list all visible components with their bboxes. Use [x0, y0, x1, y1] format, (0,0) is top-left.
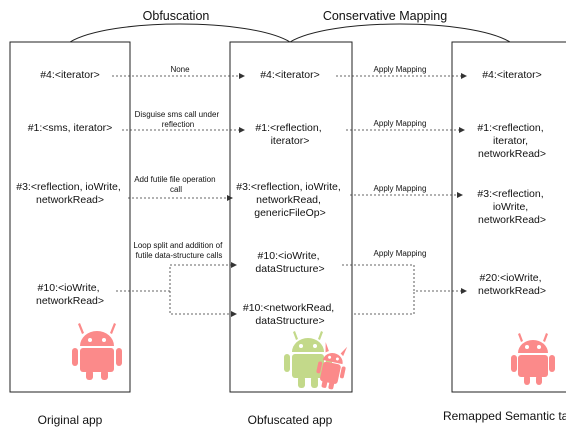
original-item-1: #1:<sms, iterator> — [28, 122, 113, 134]
remapped-item-4: #4:<iterator> — [482, 69, 542, 81]
transform-arrow-10-split-b — [169, 291, 237, 317]
conservative-mapping-arc — [289, 23, 511, 43]
obfuscated-item-4: #4:<iterator> — [260, 69, 320, 81]
obfuscated-app-caption: Obfuscated app — [248, 413, 333, 427]
obfuscated-item-3: #3:<reflection, ioWrite, networkRead, ge… — [236, 181, 344, 219]
original-item-4: #4:<iterator> — [40, 69, 100, 81]
original-item-10: #10:<ioWrite, networkRead> — [36, 282, 104, 307]
obfuscated-item-1: #1:<reflection, iterator> — [255, 122, 324, 147]
transform-note-10: Loop split and addition of futile data-s… — [133, 241, 224, 260]
obfuscated-item-10b: #10:<networkRead, dataStructure> — [243, 302, 337, 327]
obfuscation-header: Obfuscation — [143, 9, 210, 23]
transform-note-1: Disguise sms call under reflection — [135, 110, 222, 129]
original-app-box — [9, 41, 131, 393]
android-devil-icon-red — [316, 342, 348, 390]
remapped-item-3: #3:<reflection, ioWrite, networkRead> — [477, 188, 546, 226]
android-robot-icon-green — [284, 331, 332, 388]
mapping-note-4: Apply Mapping — [374, 65, 427, 74]
remapped-item-20: #20:<ioWrite, networkRead> — [478, 272, 546, 297]
original-item-3: #3:<reflection, ioWrite, networkRead> — [16, 181, 124, 206]
original-app-caption: Original app — [38, 413, 103, 427]
mapping-arrow-10-merge — [342, 264, 467, 294]
obfuscation-arc — [69, 23, 291, 43]
android-robot-icon-red — [72, 323, 122, 380]
mapping-note-1: Apply Mapping — [374, 119, 427, 128]
android-robot-icon-red-remapped — [511, 333, 555, 385]
remapped-tags-caption: Remapped Semantic tags — [443, 409, 566, 423]
conservative-mapping-header: Conservative Mapping — [323, 9, 447, 23]
transform-arrow-10-split — [116, 262, 237, 292]
obfuscated-item-10a: #10:<ioWrite, dataStructure> — [255, 250, 324, 275]
mapping-note-10: Apply Mapping — [374, 249, 427, 258]
obfuscated-app-box — [229, 41, 353, 393]
transform-note-4: None — [170, 65, 190, 74]
remapped-item-1: #1:<reflection, iterator, networkRead> — [477, 122, 546, 160]
mapping-arrow-10-merge-b — [354, 291, 415, 315]
mapping-note-3: Apply Mapping — [374, 184, 427, 193]
transform-note-3: Add futile file operation call — [134, 175, 218, 194]
